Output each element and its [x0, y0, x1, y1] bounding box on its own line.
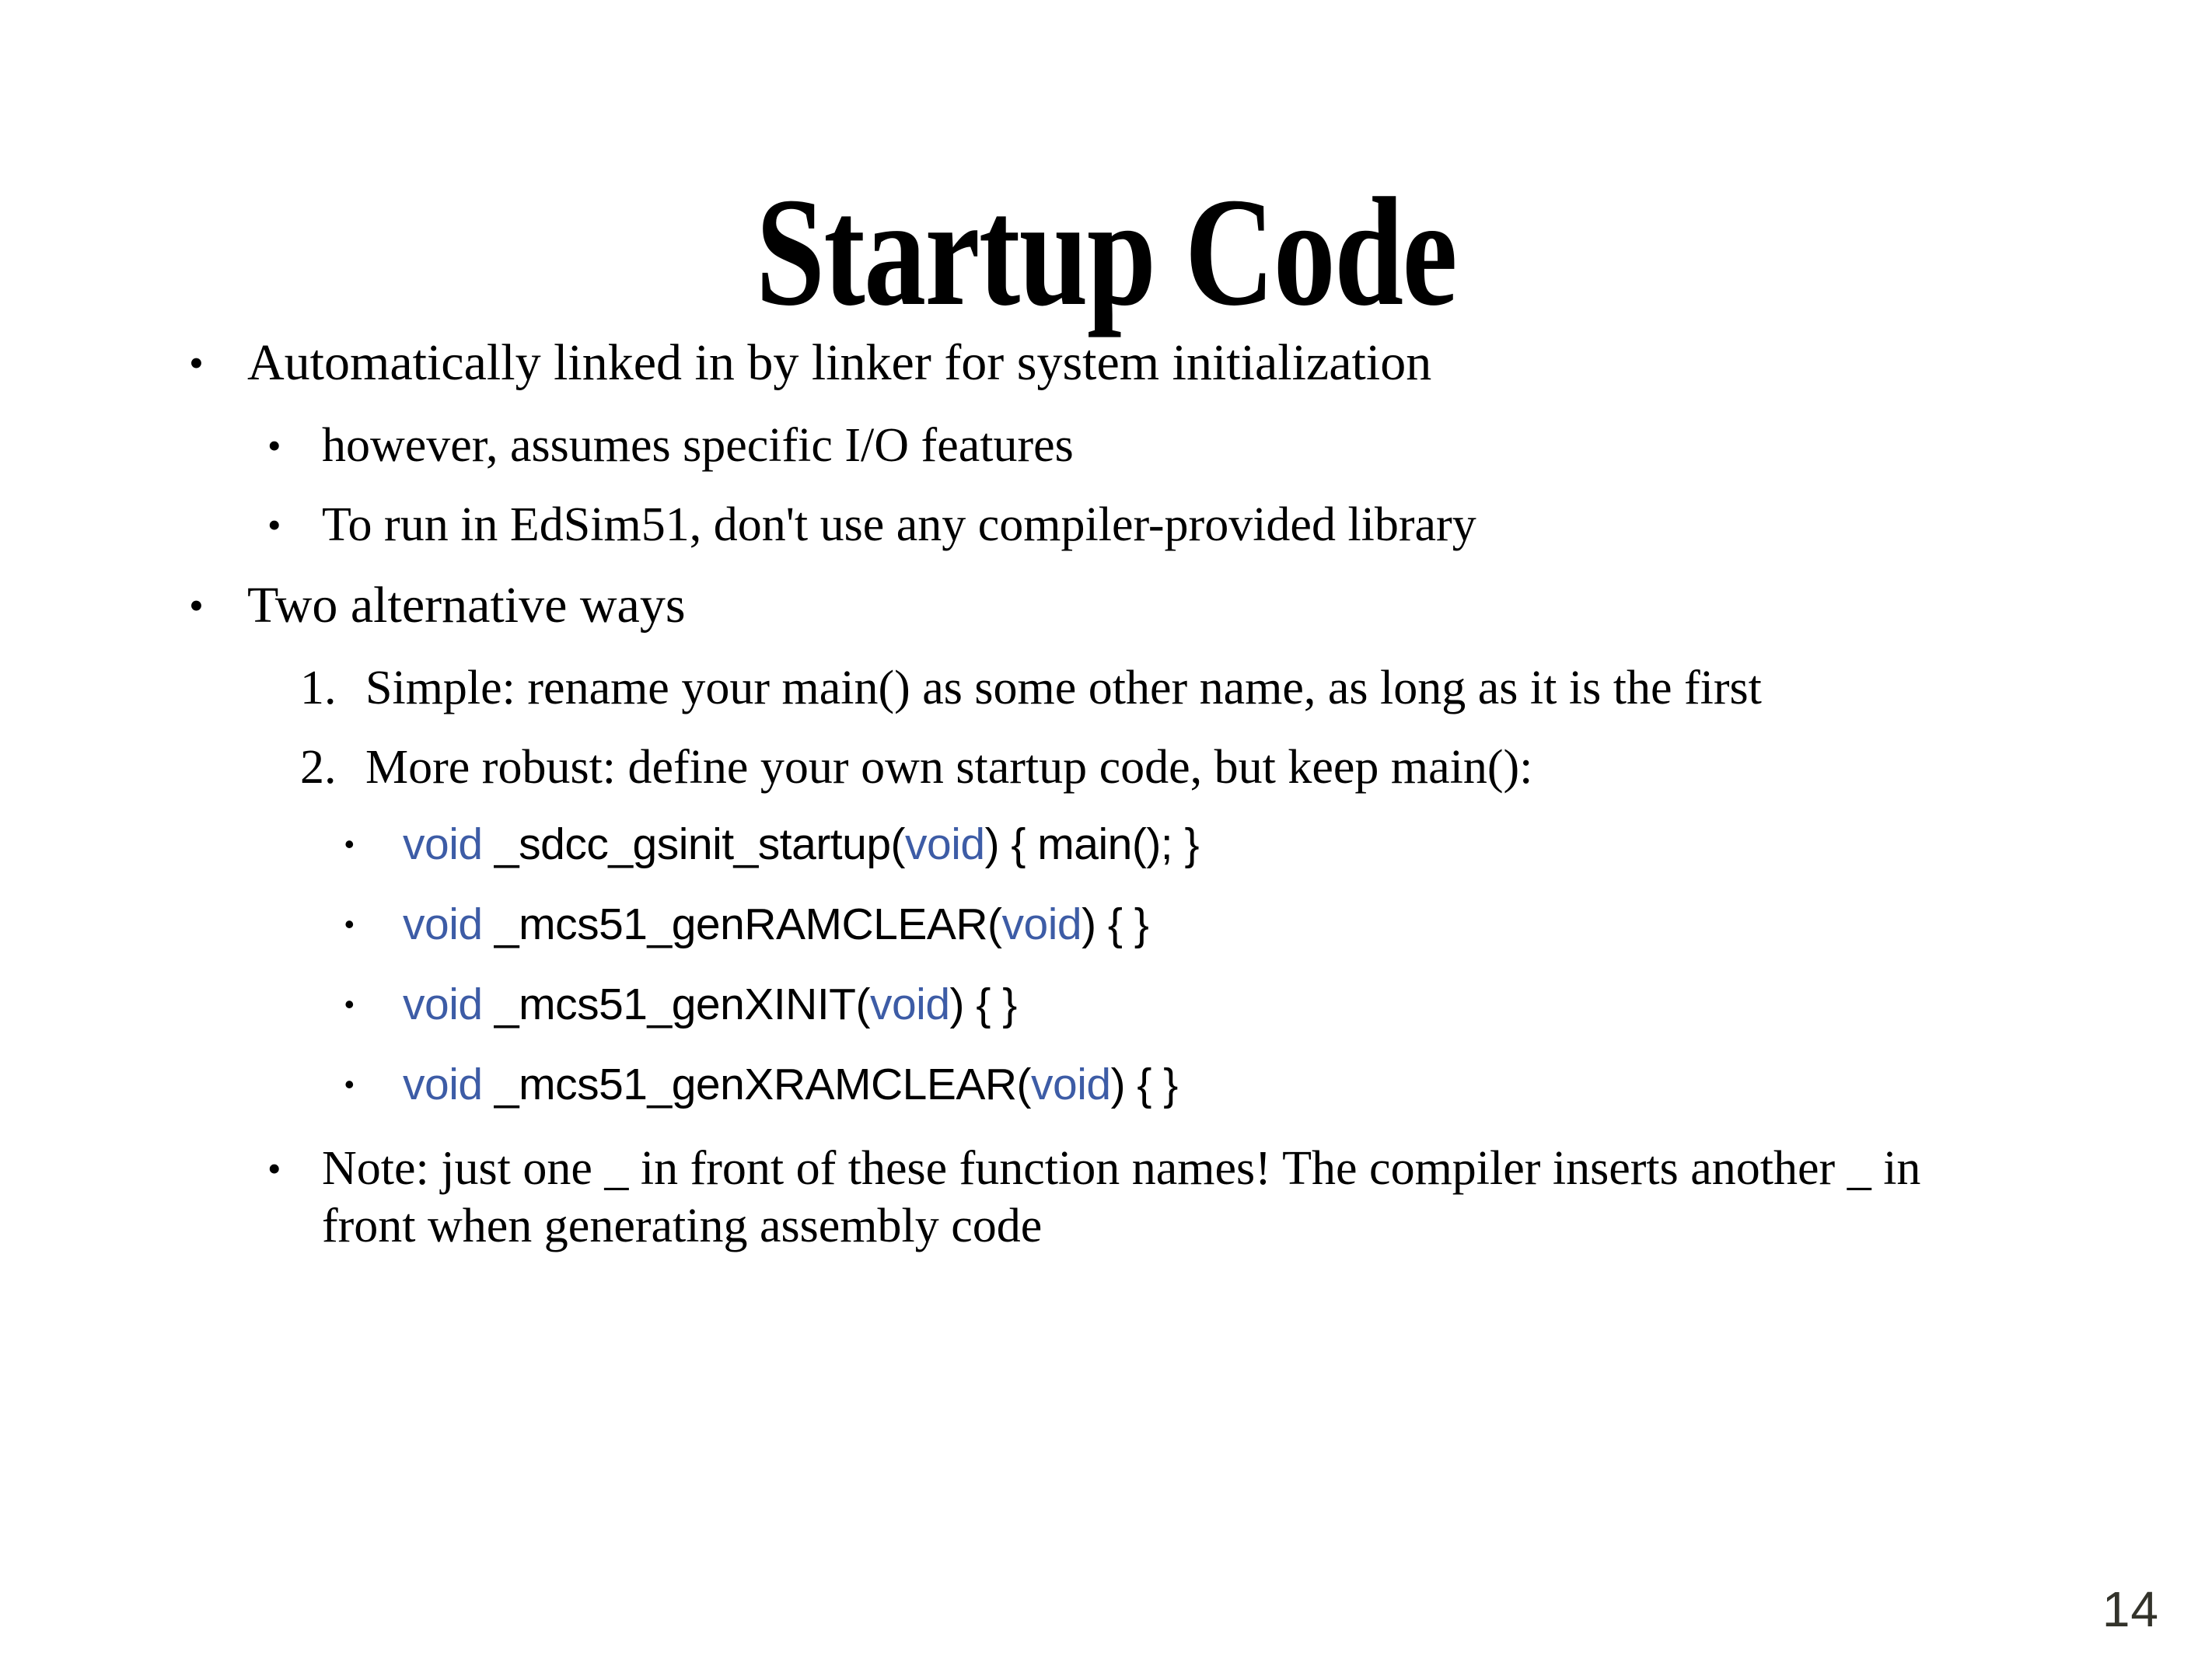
bullet-marker-icon: •	[267, 503, 281, 547]
bullet-note-underscore-naming: • Note: just one _ in front of these fun…	[0, 1140, 2212, 1255]
code-body: ) { }	[949, 980, 1018, 1029]
bullet-text: Two alternative ways	[247, 577, 686, 634]
code-line-mcs51-genramclear: • void _mcs51_genRAMCLEAR(void) { }	[0, 899, 2212, 949]
bullet-marker-icon: •	[189, 582, 204, 629]
code-keyword-void: void	[905, 819, 985, 869]
code-keyword-void: void	[403, 980, 483, 1029]
bullet-marker-icon: •	[344, 1068, 355, 1100]
bullet-level1-two-alternative-ways: • Two alternative ways	[0, 577, 2212, 634]
bullet-marker-icon: •	[267, 1147, 281, 1190]
list-number-marker: 2.	[300, 741, 337, 794]
code-signature: _mcs51_genXINIT(	[482, 980, 871, 1029]
code-body: ) { }	[1110, 1060, 1179, 1109]
code-line-text: void _sdcc_gsinit_startup(void) { main()…	[403, 819, 2212, 869]
note-text: Note: just one _ in front of these funct…	[322, 1142, 1921, 1252]
numbered-item-text: More robust: define your own startup cod…	[365, 741, 1533, 794]
bullet-marker-icon: •	[344, 908, 355, 940]
bullet-marker-icon: •	[267, 424, 281, 467]
bullet-marker-icon: •	[189, 340, 204, 386]
list-number-marker: 1.	[300, 662, 337, 714]
bullet-text: Automatically linked in by linker for sy…	[247, 334, 1432, 391]
bullet-level2-however-assumes: • however, assumes specific I/O features	[0, 418, 2212, 473]
code-keyword-void: void	[403, 899, 483, 949]
code-line-mcs51-genxramclear: • void _mcs51_genXRAMCLEAR(void) { }	[0, 1060, 2212, 1109]
code-line-sdcc-gsinit-startup: • void _sdcc_gsinit_startup(void) { main…	[0, 819, 2212, 869]
code-keyword-void: void	[403, 819, 483, 869]
numbered-item-2-more-robust: 2. More robust: define your own startup …	[0, 740, 2212, 795]
bullet-text: To run in EdSim51, don't use any compile…	[322, 498, 1476, 551]
bullet-marker-icon: •	[344, 988, 355, 1020]
code-keyword-void: void	[1031, 1060, 1111, 1109]
code-keyword-void: void	[1001, 899, 1082, 949]
numbered-item-text: Simple: rename your main() as some other…	[365, 662, 1762, 714]
code-body: ) { main(); }	[984, 819, 1200, 869]
code-keyword-void: void	[869, 980, 950, 1029]
page-number: 14	[2102, 1581, 2159, 1637]
code-signature: _mcs51_genRAMCLEAR(	[482, 899, 1002, 949]
code-signature: _sdcc_gsinit_startup(	[482, 819, 906, 869]
code-signature: _mcs51_genXRAMCLEAR(	[482, 1060, 1032, 1109]
bullet-marker-icon: •	[344, 828, 355, 860]
code-line-text: void _mcs51_genRAMCLEAR(void) { }	[403, 899, 2212, 949]
code-keyword-void: void	[403, 1060, 483, 1109]
code-line-mcs51-genxinit: • void _mcs51_genXINIT(void) { }	[0, 980, 2212, 1029]
page-title: Startup Code	[756, 166, 1457, 338]
bullet-text: however, assumes specific I/O features	[322, 419, 1074, 472]
code-body: ) { }	[1082, 899, 1149, 949]
slide-body: • Automatically linked in by linker for …	[0, 334, 2212, 1255]
code-line-text: void _mcs51_genXRAMCLEAR(void) { }	[403, 1060, 2212, 1109]
bullet-level1-automatically-linked: • Automatically linked in by linker for …	[0, 334, 2212, 392]
code-line-text: void _mcs51_genXINIT(void) { }	[403, 980, 2212, 1029]
numbered-item-1-simple-rename: 1. Simple: rename your main() as some ot…	[0, 661, 2212, 715]
bullet-level2-edsim51-library: • To run in EdSim51, don't use any compi…	[0, 498, 2212, 552]
